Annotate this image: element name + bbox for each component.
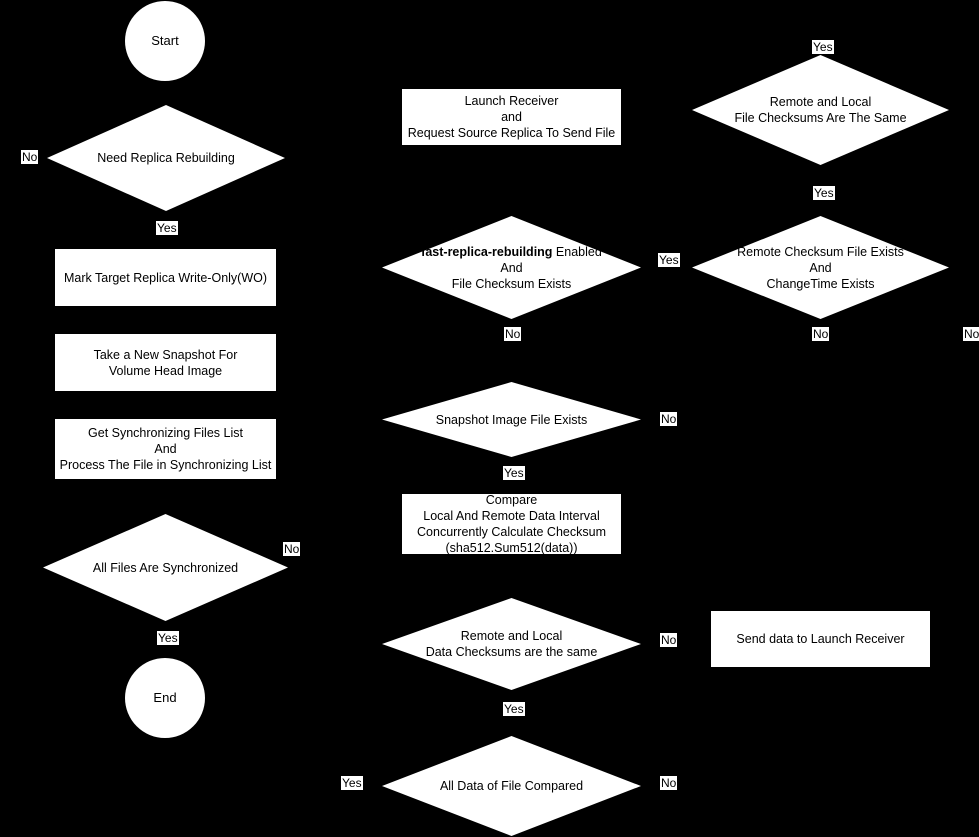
edge-label-all-files-sync-yes: Yes <box>157 631 179 645</box>
edge-label-data-checksums-yes: Yes <box>503 702 525 716</box>
node-mark-target-replica-label: Mark Target Replica Write-Only(WO) <box>63 270 268 285</box>
node-all-data-compared-label: All Data of File Compared <box>439 779 584 793</box>
edge-label-snapshot-exists-no: No <box>660 412 678 426</box>
node-fast-replica-rebuilding[interactable]: fast-replica-rebuilding Enabled And File… <box>382 216 641 319</box>
node-launch-receiver[interactable]: Launch Receiver and Request Source Repli… <box>402 89 621 145</box>
node-fast-replica-rebuilding-keyword: fast-replica-rebuilding <box>421 244 553 259</box>
node-remote-checksum-file-exists[interactable]: Remote Checksum File Exists And ChangeTi… <box>692 216 949 319</box>
edge-label-all-files-sync-no: No <box>283 542 301 556</box>
node-end-label: End <box>153 690 177 705</box>
node-all-files-synchronized-label: All Files Are Synchronized <box>92 560 239 575</box>
edge-label-all-data-compared-yes: Yes <box>341 776 363 790</box>
node-send-data-to-receiver[interactable]: Send data to Launch Receiver <box>711 611 930 667</box>
node-snapshot-image-file-exists[interactable]: Snapshot Image File Exists <box>382 382 641 457</box>
edge-label-data-checksums-no: No <box>660 633 678 647</box>
node-fast-replica-rebuilding-label: fast-replica-rebuilding Enabled And File… <box>417 244 606 292</box>
node-need-replica-rebuilding[interactable]: Need Replica Rebuilding <box>47 105 285 211</box>
node-need-replica-rebuilding-label: Need Replica Rebuilding <box>97 151 235 165</box>
edge-label-file-checksums-bottom-yes: Yes <box>813 186 835 200</box>
node-file-checksums-same-label: Remote and Local File Checksums Are The … <box>734 95 907 125</box>
edge-label-remote-checksum-right-no: No <box>963 327 979 341</box>
node-take-snapshot[interactable]: Take a New Snapshot For Volume Head Imag… <box>55 334 276 391</box>
node-compare-data-interval-label: Compare Local And Remote Data Interval C… <box>417 493 606 555</box>
node-send-data-to-receiver-label: Send data to Launch Receiver <box>736 632 905 646</box>
edge-label-need-rebuilding-no: No <box>21 150 39 164</box>
edge-label-need-rebuilding-yes: Yes <box>156 221 178 235</box>
node-end[interactable]: End <box>125 658 205 738</box>
node-take-snapshot-label: Take a New Snapshot For Volume Head Imag… <box>93 347 238 378</box>
node-all-data-compared[interactable]: All Data of File Compared <box>382 736 641 836</box>
node-data-checksums-same-label: Remote and Local Data Checksums are the … <box>425 629 598 659</box>
edge-label-snapshot-exists-yes: Yes <box>503 466 525 480</box>
node-get-sync-files-label: Get Synchronizing Files List And Process… <box>59 426 272 472</box>
edge-label-fast-rebuilding-yes: Yes <box>658 253 680 267</box>
node-get-sync-files[interactable]: Get Synchronizing Files List And Process… <box>55 419 276 479</box>
node-start-label: Start <box>151 33 179 48</box>
edge-label-fast-rebuilding-no: No <box>504 327 522 341</box>
node-all-files-synchronized[interactable]: All Files Are Synchronized <box>43 514 288 621</box>
edge-label-file-checksums-top-yes: Yes <box>812 40 834 54</box>
node-remote-checksum-file-exists-label: Remote Checksum File Exists And ChangeTi… <box>737 244 904 291</box>
edge-label-remote-checksum-no: No <box>812 327 830 341</box>
edge-label-all-data-compared-no: No <box>660 776 678 790</box>
node-start[interactable]: Start <box>125 1 205 81</box>
node-data-checksums-same[interactable]: Remote and Local Data Checksums are the … <box>382 598 641 690</box>
node-snapshot-image-file-exists-label: Snapshot Image File Exists <box>435 412 588 427</box>
node-mark-target-replica[interactable]: Mark Target Replica Write-Only(WO) <box>55 249 276 306</box>
node-compare-data-interval[interactable]: Compare Local And Remote Data Interval C… <box>402 493 621 555</box>
node-fast-replica-rebuilding-rest: Enabled And File Checksum Exists <box>451 244 602 291</box>
node-file-checksums-same[interactable]: Remote and Local File Checksums Are The … <box>692 55 949 165</box>
node-launch-receiver-label: Launch Receiver and Request Source Repli… <box>407 94 616 140</box>
